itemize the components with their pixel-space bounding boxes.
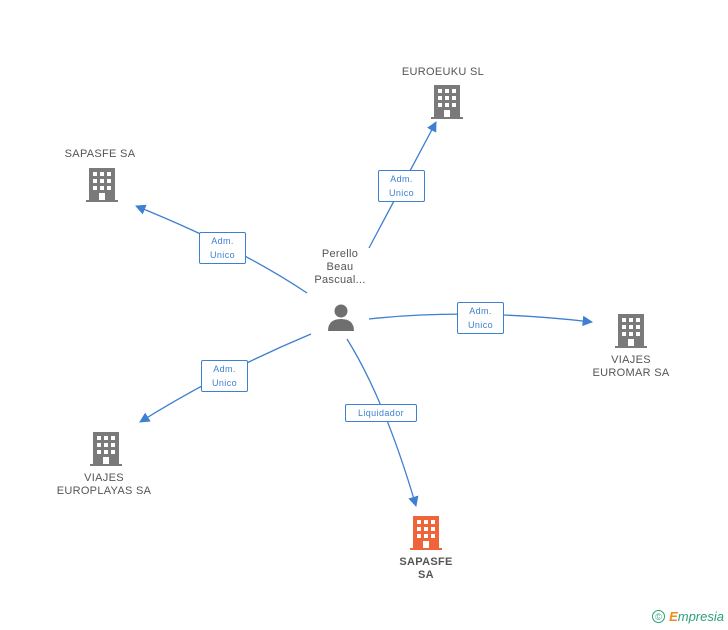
footer-brand[interactable]: © Empresia: [652, 609, 724, 624]
edge-label-viajes-europlayas[interactable]: Adm. Unico: [201, 360, 248, 392]
copyright-icon: ©: [652, 610, 666, 623]
edge-label-viajes-euromar[interactable]: Adm. Unico: [457, 302, 504, 334]
person-name[interactable]: Perello Beau Pascual...: [314, 248, 366, 286]
building-icon-sapasfe-main[interactable]: [410, 516, 442, 550]
node-label-sapasfe-main[interactable]: SAPASFE SA: [399, 556, 453, 581]
node-label-sapasfe-top[interactable]: SAPASFE SA: [64, 148, 136, 160]
edge-sapasfe-main: [346, 338, 419, 507]
building-icon-sapasfe-top[interactable]: [86, 168, 118, 202]
building-icon-euroeuku[interactable]: [431, 85, 463, 119]
edge-label-sapasfe-main[interactable]: Liquidador: [345, 404, 417, 422]
person-icon[interactable]: [326, 302, 356, 332]
node-label-euroeuku[interactable]: EUROEUKU SL: [401, 66, 485, 78]
edge-label-euroeuku[interactable]: Adm. Unico: [378, 170, 425, 202]
building-icon-viajes-euromar[interactable]: [615, 314, 647, 348]
node-label-viajes-europlayas[interactable]: VIAJES EUROPLAYAS SA: [56, 472, 152, 497]
building-icon-viajes-europlayas[interactable]: [90, 432, 122, 466]
node-label-viajes-euromar[interactable]: VIAJES EUROMAR SA: [592, 354, 670, 379]
brand-logo: Empresia: [669, 609, 724, 624]
edge-label-sapasfe-top[interactable]: Adm. Unico: [199, 232, 246, 264]
